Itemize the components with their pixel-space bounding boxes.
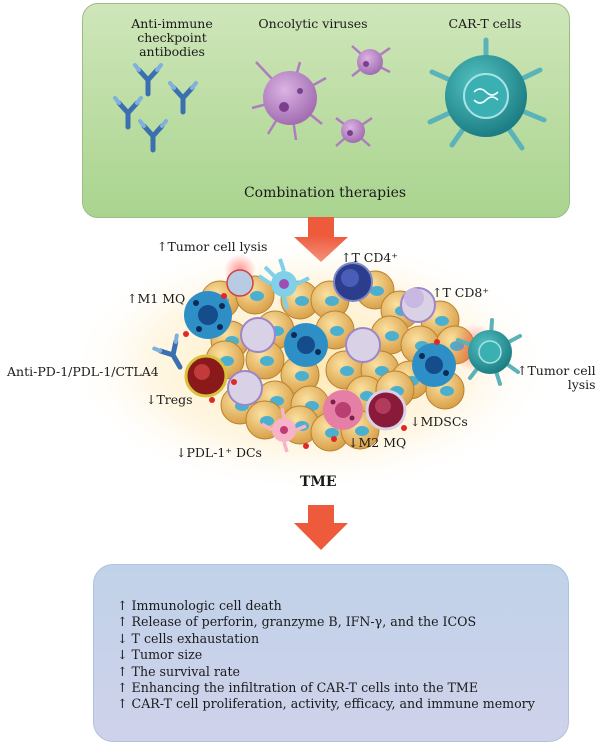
tumor-nucleus [220,356,234,366]
m2-macrophage-icon [323,390,363,430]
antibodies-label: Anti-immune checkpoint antibodies [131,16,213,59]
tumor-nucleus [370,286,384,296]
treg-cell-icon [184,354,228,398]
tumor-nucleus [295,371,309,381]
cart-label: CAR-T cells [448,16,522,31]
tumor-nucleus [385,331,399,341]
tumor-nucleus [295,296,309,306]
outcome-item: ↓ Tumor size [117,647,203,663]
m1-macrophage-icon [184,291,232,339]
tumor-nucleus [355,426,369,436]
outcome-item: ↑ CAR-T cell proliferation, activity, ef… [117,696,535,712]
small-virus-icon [335,116,373,147]
macrophage-icon [412,343,456,387]
m1-mq-label: ↑M1 MQ [127,291,186,306]
down-arrow-icon [294,505,348,550]
tumor-nucleus [330,326,344,336]
t-cell-icon [345,327,381,363]
tme-cart-cell-icon [451,318,522,386]
m2-mq-label: ↓M2 MQ [348,435,407,450]
outcomes-list: ↑ Immunologic cell death ↑ Release of pe… [117,598,535,713]
t-cell-icon [227,370,263,406]
outcome-item: ↑ The survival rate [117,663,240,679]
tregs-label: ↓Tregs [146,392,193,407]
outcome-item: ↓ T cells exhaustation [117,630,260,646]
dendritic-cell-icon [257,258,310,310]
tumor-nucleus [325,428,339,438]
pdl1-dcs-label: ↓PDL-1⁺ DCs [176,445,262,460]
outcome-item: ↑ Release of perforin, granzyme B, IFN-γ… [117,614,477,630]
t-cell-icon [240,317,276,353]
tumor-lysis-top-label: ↑Tumor cell lysis [157,239,268,254]
lysing-tumor-cell-icon [226,269,254,297]
antibody-icon [115,98,141,127]
antibody-group [115,65,196,150]
immune-cells [154,254,522,453]
t-cd8-label: ↑T CD8⁺ [432,285,489,300]
antibody-icon [135,65,161,94]
dna-icon [473,88,499,104]
outcome-item: ↑ Enhancing the infiltration of CAR-T ce… [117,680,479,696]
mdscs-label: ↓MDSCs [410,414,468,429]
pdl1-dendritic-cell-icon [261,407,307,453]
combination-therapies-label: Combination therapies [243,185,407,201]
tumor-nucleus [435,316,449,326]
outcomes-panel [93,564,569,742]
tumor-nucleus [440,386,454,396]
antibody-icon [170,83,196,112]
viruses-label: Oncolytic viruses [258,16,368,31]
checkpoint-agents-label: Anti-PD-1/PDL-1/CTLA4 [7,364,159,379]
small-virus-icon [351,45,391,77]
mdsc-cell-icon [365,389,407,431]
tme-label: TME [300,474,337,490]
tumor-nucleus [260,356,274,366]
antibody-icon [140,121,166,150]
macrophage-icon [284,323,328,367]
tumor-nucleus [340,366,354,376]
large-virus-icon [251,61,327,141]
tumor-nucleus [250,291,264,301]
t-cd4-label: ↑T CD4⁺ [341,250,398,265]
tumor-nucleus [325,296,339,306]
tumor-lysis-right-label: ↑Tumor cell lysis [517,363,596,392]
virus-group [251,45,391,147]
outcome-item: ↑ Immunologic cell death [117,598,282,613]
cart-cell-icon [427,37,547,151]
red-receptor-dots [183,293,440,449]
